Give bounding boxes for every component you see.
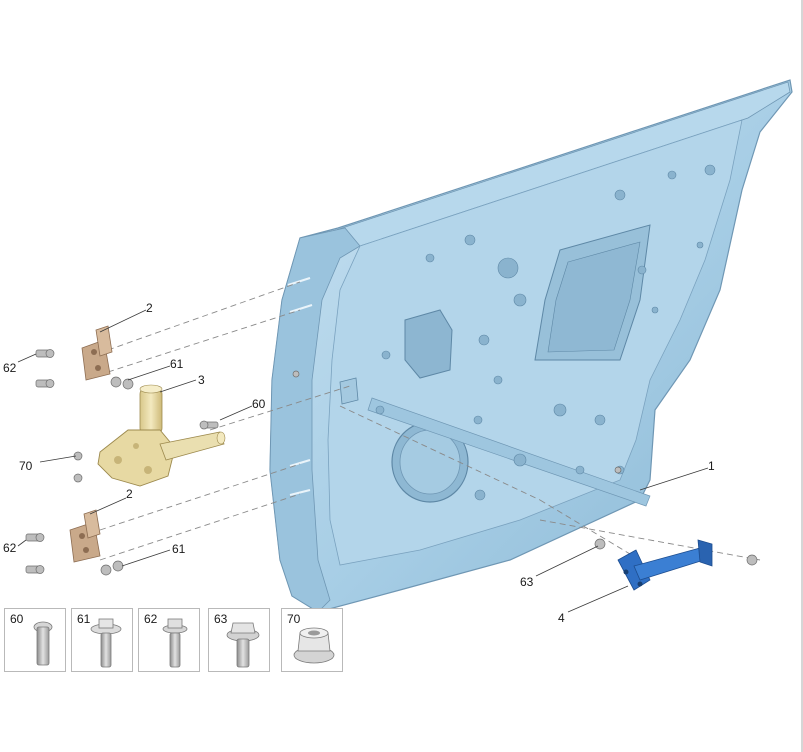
hex-flange-bolt-icon [226,622,260,668]
assembly-lines [99,281,761,561]
door-panel [269,79,793,613]
fasteners [25,349,758,576]
flange-nut-icon [293,627,335,664]
callout-62-top: 62 [3,361,17,375]
bolt-icon [33,621,53,666]
upper-hinge [81,325,113,381]
lower-hinge [69,509,101,563]
door-actuator [97,384,226,487]
leader-lines [17,309,709,613]
legend-item-62: 62 [138,608,200,672]
legend-label: 70 [287,612,301,626]
legend-label: 61 [77,612,91,626]
callout-1: 1 [708,459,715,473]
legend-item-60: 60 [4,608,66,672]
callout-61-top: 61 [170,357,184,371]
legend-label: 62 [144,612,158,626]
callout-2-top: 2 [146,301,153,315]
callout-4: 4 [558,611,565,625]
hex-bolt-icon [162,618,188,668]
legend-label: 63 [214,612,228,626]
door-check-strap [617,539,713,591]
legend-item-61: 61 [71,608,133,672]
callout-60: 60 [252,397,266,411]
callout-3: 3 [198,373,205,387]
callout-70: 70 [19,459,33,473]
callout-63: 63 [520,575,534,589]
callout-61-bottom: 61 [172,542,186,556]
flange-bolt-icon [90,618,122,668]
legend-label: 60 [10,612,24,626]
page-edge [801,0,803,752]
legend-item-70: 70 [281,608,343,672]
callout-62-bottom: 62 [3,541,17,555]
legend-item-63: 63 [208,608,270,672]
callout-2-bottom: 2 [126,487,133,501]
